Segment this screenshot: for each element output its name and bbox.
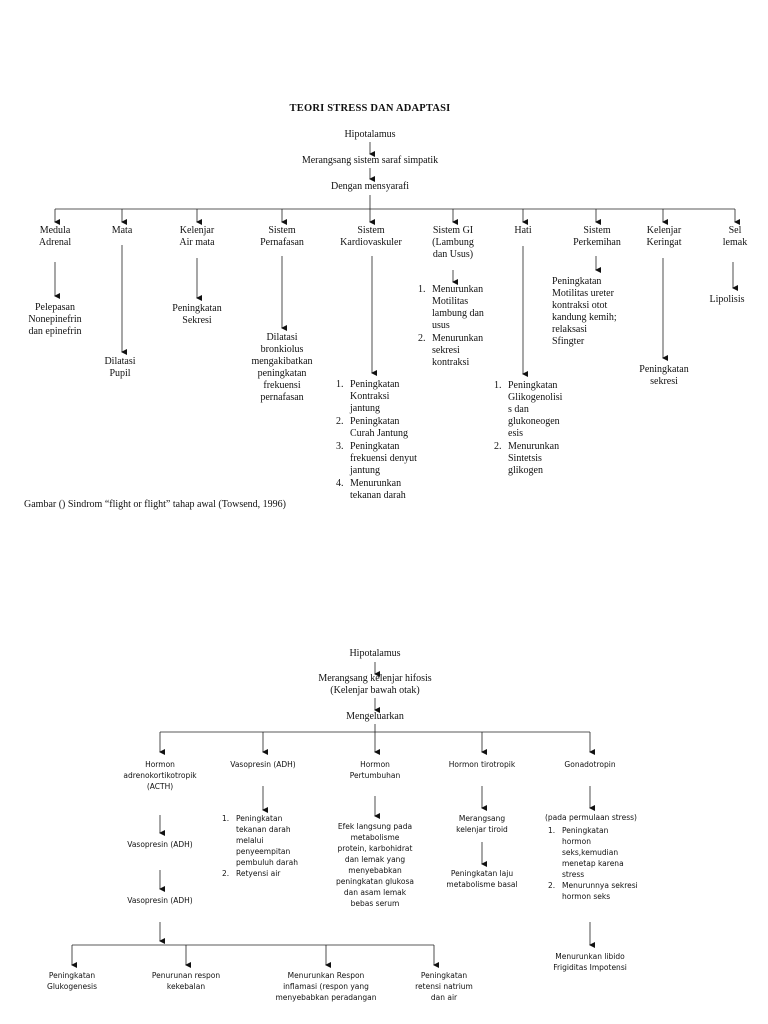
node-hipotalamus-2: Hipotalamus	[349, 648, 401, 659]
node-mengeluarkan: Mengeluarkan	[346, 711, 404, 722]
gonadotropin-note: (pada permulaan stress)	[545, 813, 637, 822]
effect-arrows-1	[54, 245, 738, 377]
figure-caption: Gambar () Sindrom “flight or flight” tah…	[24, 499, 287, 510]
node-dengan-mensyarafi: Dengan mensyarafi	[330, 181, 410, 192]
bottom-drops-2	[71, 945, 439, 968]
branch-gonadotropin: Gonadotropin	[564, 760, 616, 769]
acth-sub-vasopresin-2: Vasopresin (ADH)	[127, 896, 193, 905]
acth-sub-vasopresin-1: Vasopresin (ADH)	[127, 840, 193, 849]
node-merangsang-saraf-simpatik: Merangsang sistem saraf simpatik	[301, 155, 439, 166]
node-hipotalamus-1: Hipotalamus	[344, 129, 396, 140]
node-merangsang-kelenjar-hifosis: Merangsang kelenjar hifosis(Kelenjar baw…	[318, 673, 432, 696]
effect-sel-lemak: Lipolisis	[709, 294, 745, 305]
branch-vasopresin: Vasopresin (ADH)	[230, 760, 296, 769]
branch-drops-1	[54, 209, 740, 225]
branch-drops-2	[159, 732, 595, 755]
branch-hati: Hati	[514, 225, 532, 236]
page-title: TEORI STRESS DAN ADAPTASI	[289, 103, 451, 114]
branch-hormon-tirotropik: Hormon tirotropik	[448, 760, 516, 769]
branch-mata: Mata	[111, 225, 133, 236]
list-item: 2.Retyensi air	[222, 869, 281, 878]
effect-arrows-2	[159, 786, 595, 948]
